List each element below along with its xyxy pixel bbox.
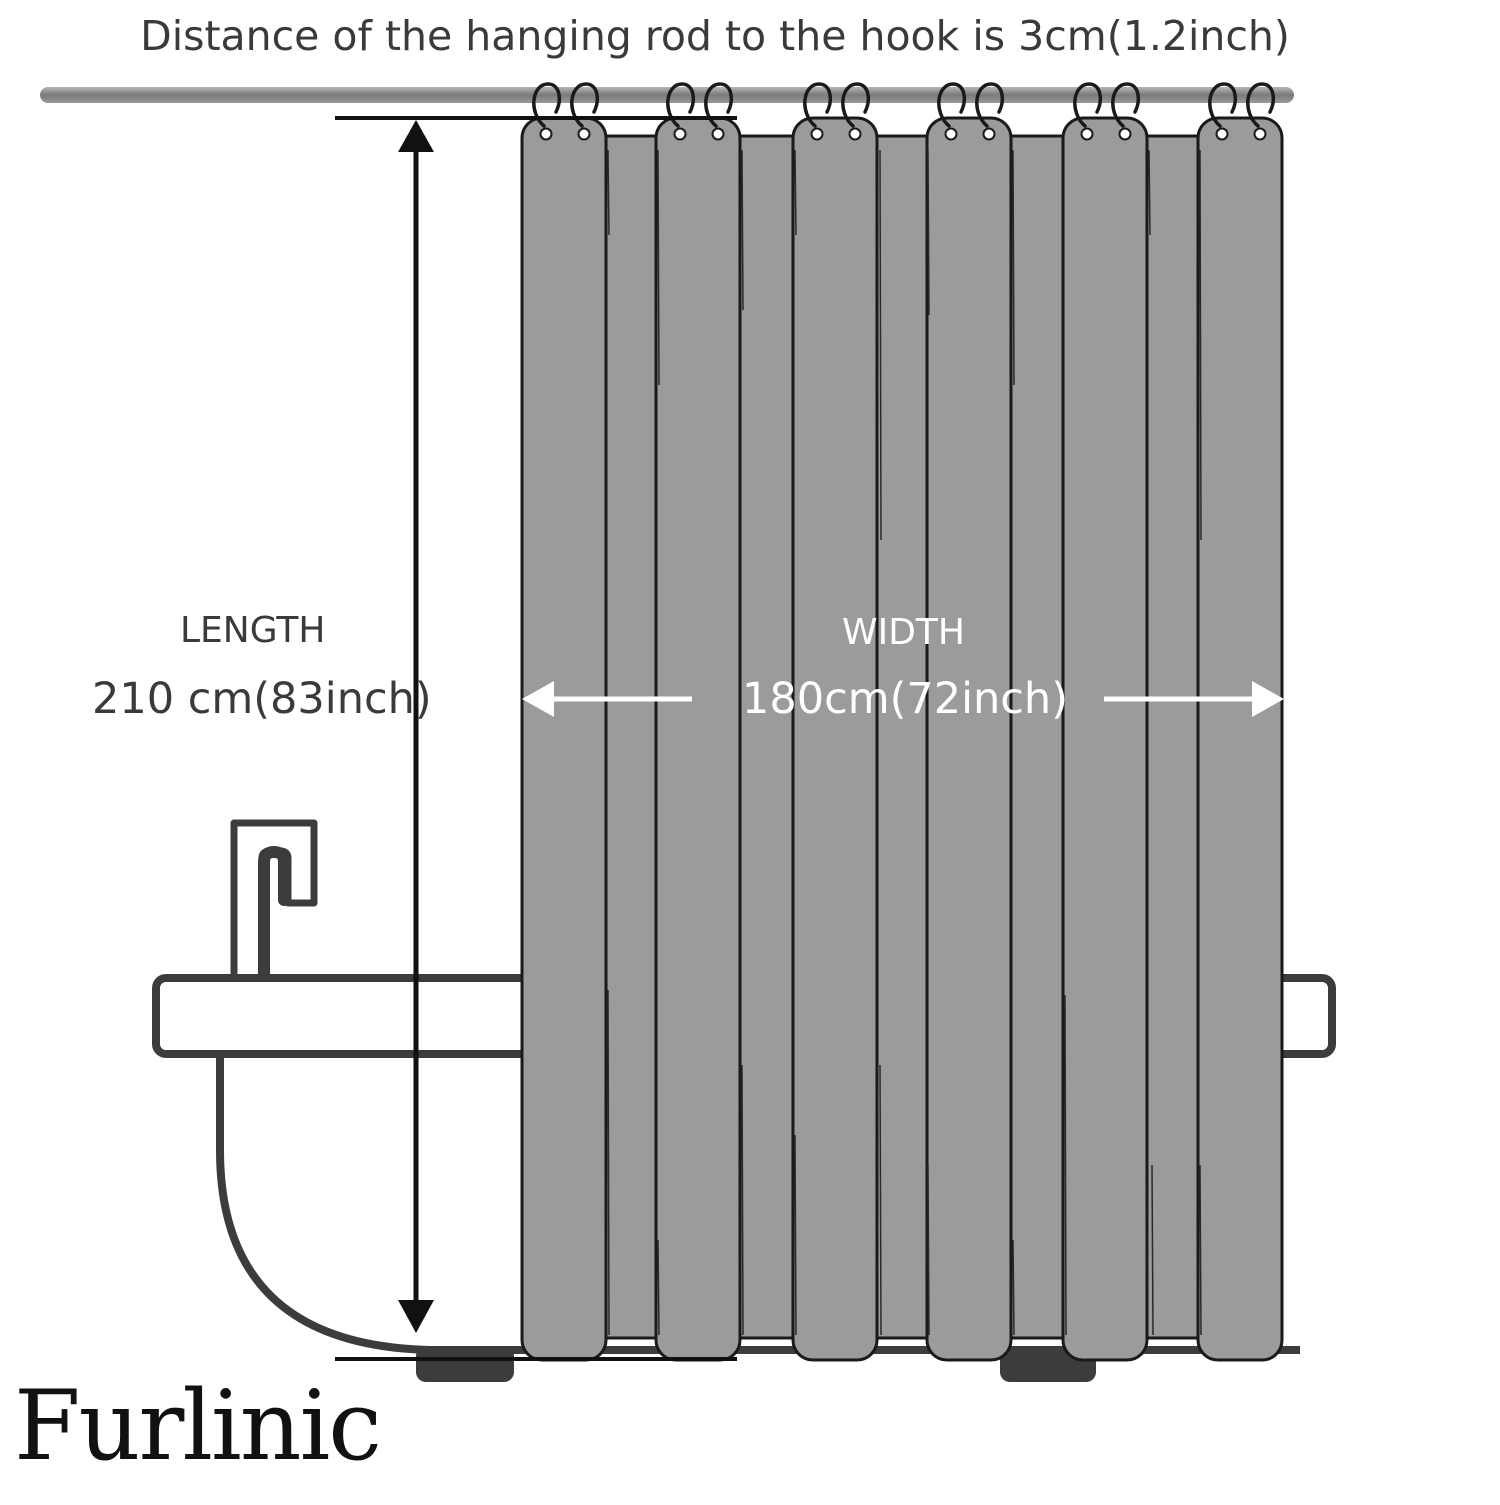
fabric-fold bbox=[657, 149, 660, 386]
grommet bbox=[1215, 127, 1229, 141]
fabric-fold bbox=[607, 989, 610, 1336]
curtain-hook bbox=[1246, 82, 1276, 128]
fabric-fold bbox=[1148, 149, 1151, 236]
grommet bbox=[711, 127, 725, 141]
grommet bbox=[1118, 127, 1132, 141]
tub-basin bbox=[216, 1058, 1300, 1354]
brand-logo: Furlinic bbox=[14, 1370, 382, 1482]
length-dimension bbox=[335, 116, 737, 1361]
grommet bbox=[673, 127, 687, 141]
fabric-fold bbox=[1199, 1164, 1202, 1336]
shower-curtain bbox=[520, 82, 1284, 1362]
fabric-fold bbox=[879, 1064, 882, 1336]
fabric-fold bbox=[927, 1164, 930, 1336]
fabric-fold bbox=[1012, 149, 1015, 386]
grommet bbox=[848, 127, 862, 141]
grommet bbox=[539, 127, 553, 141]
length-value: 210 cm(83inch) bbox=[92, 674, 432, 724]
fabric-fold bbox=[1199, 149, 1202, 541]
curtain-panel bbox=[523, 134, 1283, 1340]
grommet bbox=[1080, 127, 1094, 141]
curtain-pleat bbox=[654, 116, 742, 1362]
width-arrow-left bbox=[522, 681, 554, 717]
curtain-hook bbox=[803, 82, 833, 128]
curtain-pleat bbox=[1196, 116, 1284, 1362]
fabric-fold bbox=[741, 1064, 744, 1336]
curtain-hook bbox=[1111, 82, 1141, 128]
length-arrow-up bbox=[398, 120, 434, 152]
fabric-fold bbox=[657, 1239, 660, 1336]
fabric-fold bbox=[607, 149, 610, 236]
fabric-fold bbox=[879, 149, 882, 541]
width-value: 180cm(72inch) bbox=[742, 674, 1068, 724]
grommet bbox=[577, 127, 591, 141]
curtain-pleat bbox=[791, 116, 879, 1362]
length-arrow-down bbox=[398, 1300, 434, 1333]
rod-hook-distance-caption: Distance of the hanging rod to the hook … bbox=[140, 12, 1290, 60]
curtain-hook bbox=[704, 82, 734, 128]
fabric-fold bbox=[927, 149, 930, 316]
curtain-hook bbox=[841, 82, 871, 128]
width-dimension bbox=[522, 681, 1284, 717]
fabric-fold bbox=[1012, 1239, 1015, 1336]
fabric-fold bbox=[1151, 1164, 1154, 1336]
length-label: LENGTH bbox=[180, 610, 326, 651]
width-arrow-right bbox=[1252, 681, 1284, 717]
fabric-fold bbox=[794, 149, 797, 236]
curtain-pleat bbox=[1061, 116, 1149, 1362]
grommet bbox=[982, 127, 996, 141]
curtain-pleat bbox=[925, 116, 1013, 1362]
grommet bbox=[944, 127, 958, 141]
curtain-hook bbox=[1208, 82, 1238, 128]
tub-foot-left bbox=[416, 1346, 514, 1382]
faucet bbox=[230, 819, 318, 981]
grommet bbox=[810, 127, 824, 141]
fabric-fold bbox=[1064, 994, 1067, 1336]
curtain-hook bbox=[666, 82, 696, 128]
curtain-pleat bbox=[520, 116, 608, 1362]
curtain-hook bbox=[1073, 82, 1103, 128]
grommet bbox=[1253, 127, 1267, 141]
curtain-hook bbox=[532, 82, 562, 128]
width-label: WIDTH bbox=[842, 612, 965, 653]
curtain-hook bbox=[975, 82, 1005, 128]
curtain-hook bbox=[570, 82, 600, 128]
curtain-hook bbox=[937, 82, 967, 128]
fabric-fold bbox=[741, 149, 744, 311]
fabric-fold bbox=[794, 1134, 797, 1336]
